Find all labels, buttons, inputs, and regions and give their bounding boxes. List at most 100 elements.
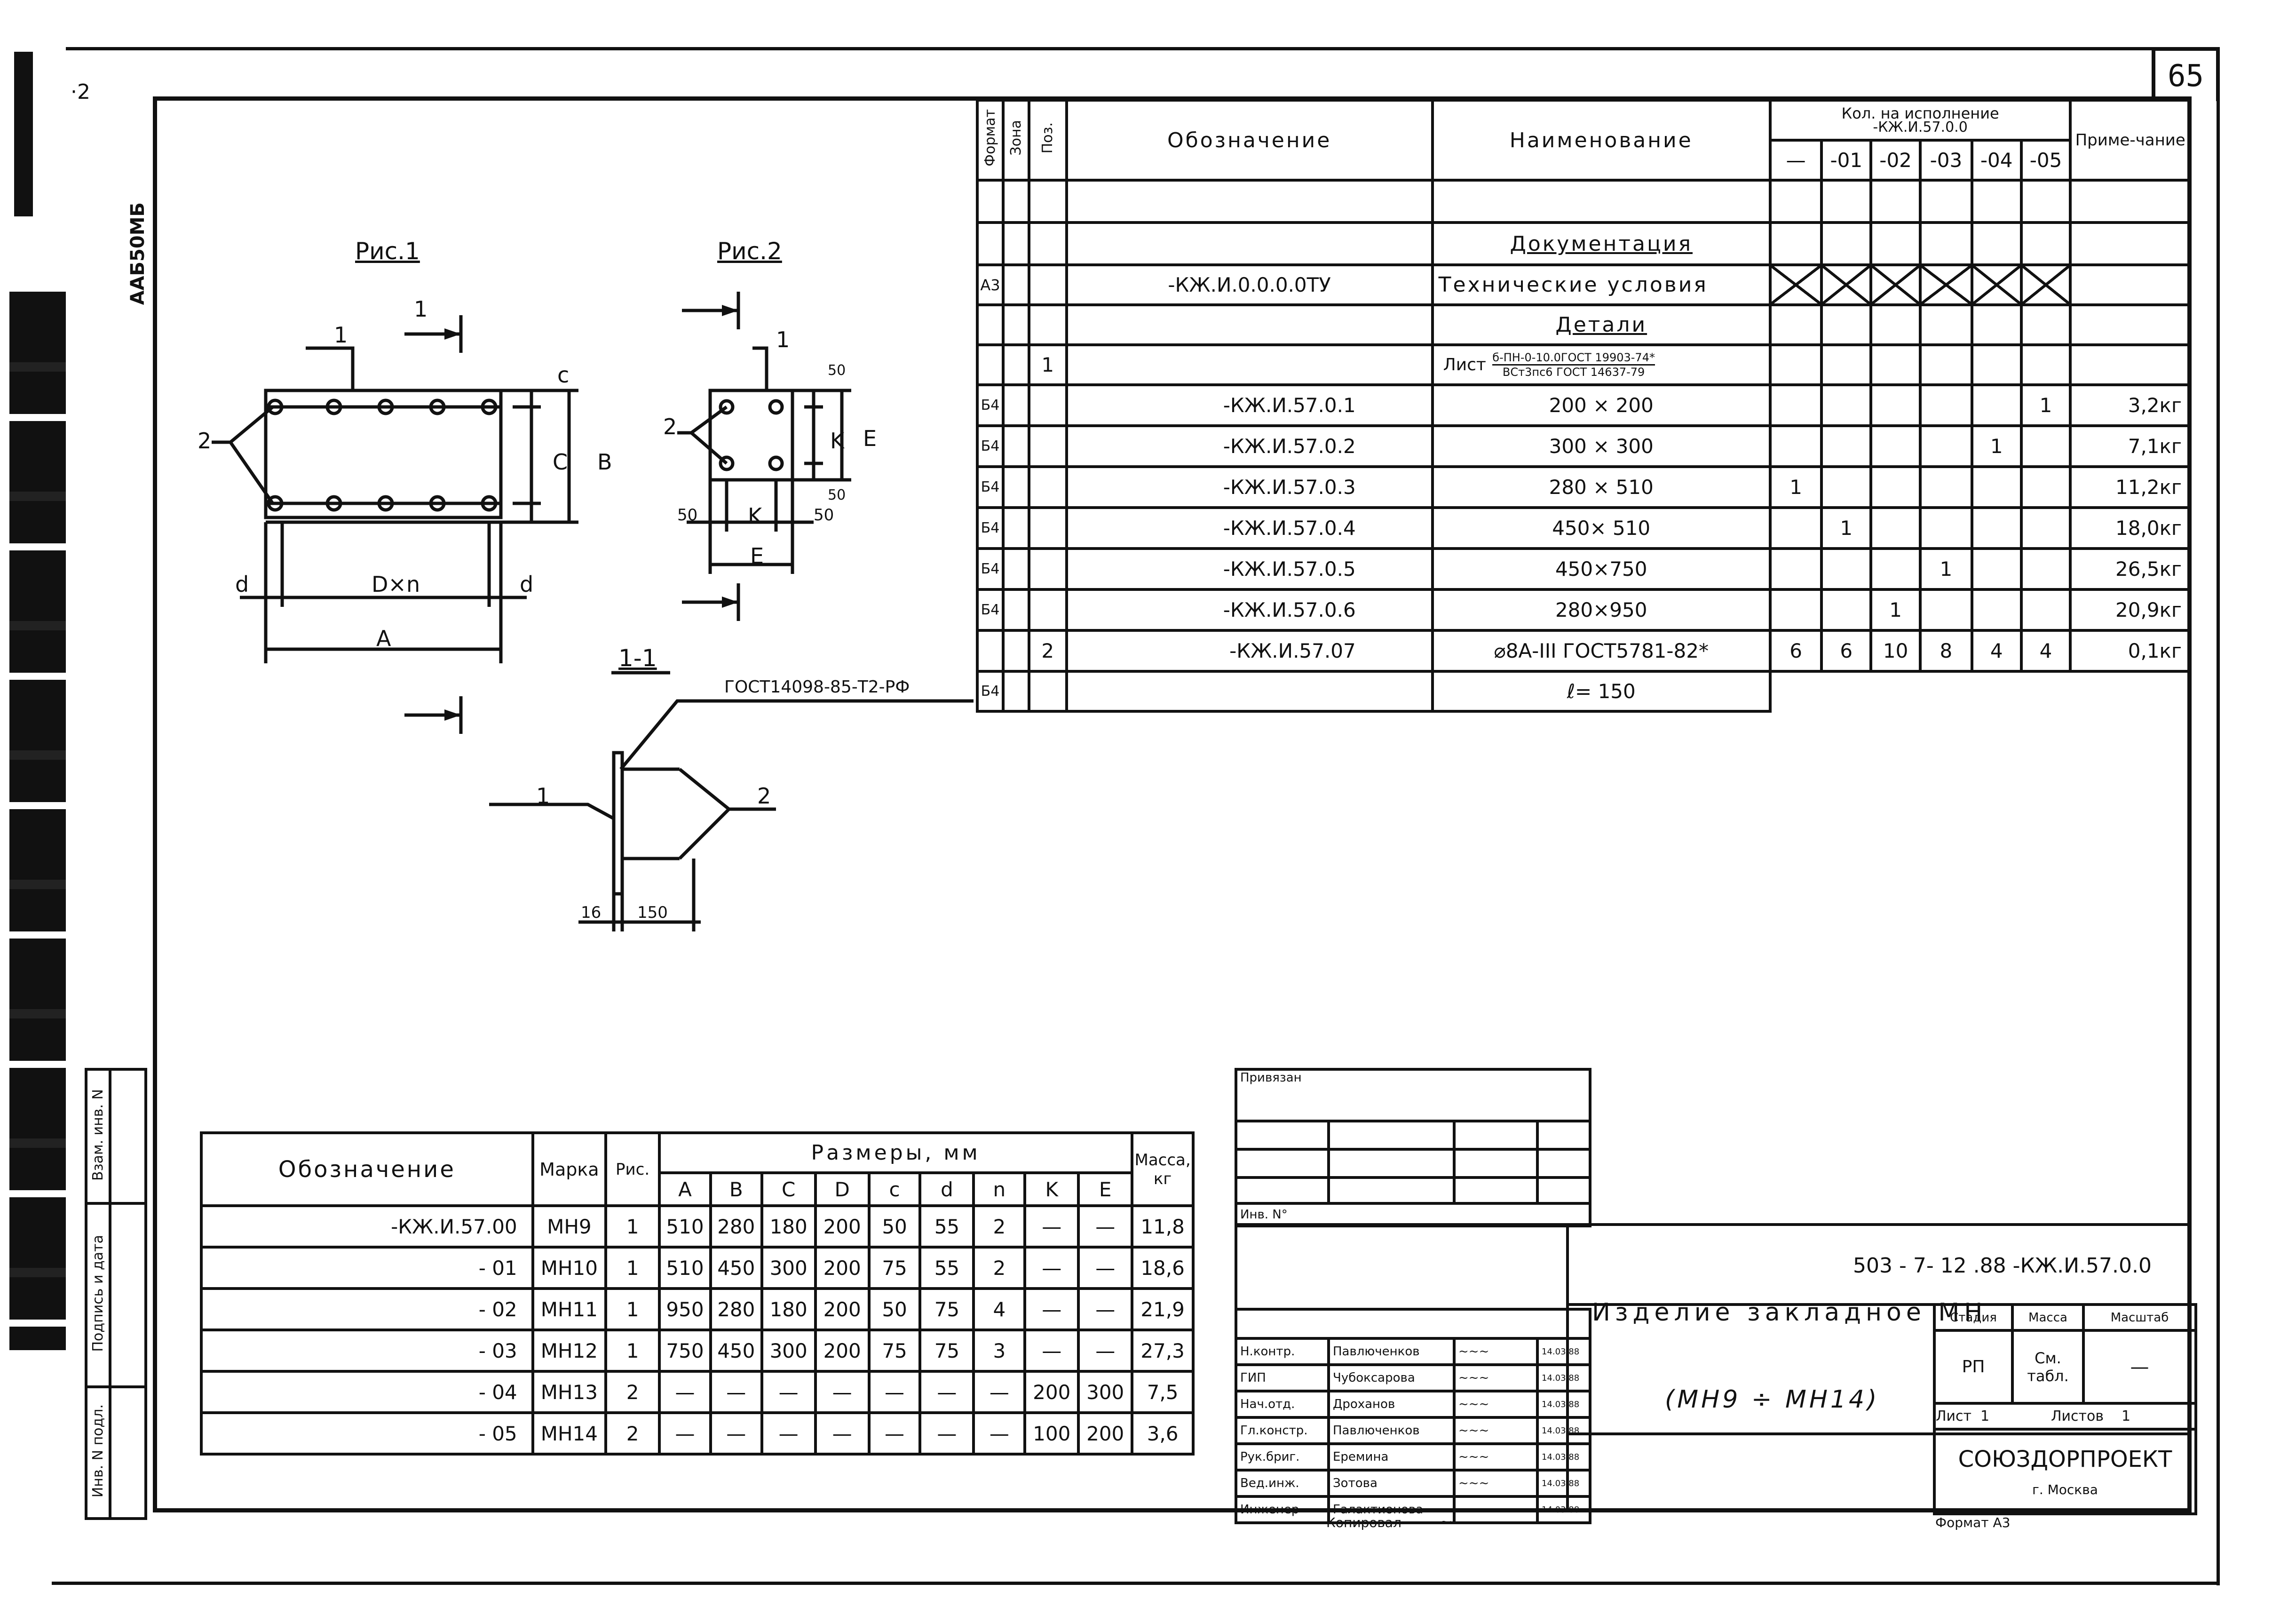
attachment-block: Привязан Инв. N° <box>1235 1068 1591 1227</box>
fig1-dim-B: B <box>597 449 612 475</box>
section-pos1: 1 <box>536 783 550 809</box>
spec-col-designation: Обозначение <box>1065 99 1434 182</box>
side-inv-original: Инв. N подл. <box>90 1404 106 1498</box>
stamp-stage-block: Стадия Масса Масштаб РП См. табл. — Лист… <box>1933 1303 2197 1515</box>
fig2-pos1: 1 <box>776 327 790 352</box>
fig2-dim-K-h: K <box>748 503 762 529</box>
fig2-dim-K-v: K <box>830 428 845 453</box>
spec-col-note: Приме-чание <box>2069 99 2192 182</box>
section-title: 1-1 <box>618 644 657 672</box>
side-signature-date: Подпись и дата <box>90 1235 106 1352</box>
dims-col-designation: Обозначение <box>200 1131 534 1207</box>
org-city: г. Москва <box>2032 1481 2098 1497</box>
stamp-vline <box>1566 1223 1569 1512</box>
spec-qty-col: — <box>1768 139 1823 182</box>
fig1-dim-d-left: d <box>235 572 249 597</box>
spec-doc-row: А3 -КЖ.И.0.0.0.0ТУ Технические условия <box>976 263 2192 306</box>
dims-size-col: c <box>867 1171 922 1207</box>
dims-size-col: D <box>814 1171 871 1207</box>
fig1-title: Рис.1 <box>355 238 420 265</box>
section-dim-t: 16 <box>581 903 602 922</box>
stamp-role-row: Вед.инж.Зотова~~~14.03.88 <box>1235 1469 1591 1498</box>
fig2-title: Рис.2 <box>717 238 782 265</box>
fig2-dim-50-bot: 50 <box>828 487 846 503</box>
fig1-dim-A: A <box>376 626 391 651</box>
stray-mark: ·2 <box>71 80 90 104</box>
section-dim-len: 150 <box>637 903 668 922</box>
sheet-number: 65 <box>2152 47 2220 101</box>
sheets-value: 1 <box>2122 1408 2131 1424</box>
frame-top-line <box>66 47 2154 50</box>
scan-edge <box>9 292 66 1350</box>
fig1-studs <box>266 398 501 512</box>
drawing-figures <box>212 292 974 931</box>
fig1-pos2: 2 <box>198 428 212 453</box>
spec-sheet-row: 1 Лист б-ПН-0-10.0ГОСТ 19903-74* ВСт3пс6… <box>976 343 2192 386</box>
spec-qty-col: -04 <box>1970 139 2023 182</box>
spec-qty-col: -03 <box>1919 139 1973 182</box>
margin-code: ААБ50МБ <box>127 202 149 305</box>
dims-size-col: B <box>709 1171 763 1207</box>
copied-signature: ~ <box>1439 1512 1453 1531</box>
dims-size-col: K <box>1023 1171 1080 1207</box>
dims-col-fig: Рис. <box>604 1131 661 1207</box>
spec-section-parts: Детали <box>1431 303 1772 346</box>
sheet-label: Лист <box>1936 1408 1972 1424</box>
fig1-dim-C: C <box>553 449 568 475</box>
section-plate <box>612 751 624 896</box>
dims-size-col: n <box>972 1171 1027 1207</box>
spec-part-row: Б4 -КЖ.И.57.0.4 450× 510 1 18,0кг <box>976 506 2192 550</box>
frame-bottom-line <box>52 1582 2220 1585</box>
spec-table: Формат Зона Поз. Обозначение Наименовани… <box>976 99 2192 713</box>
dimensions-table: Обозначение Марка Рис. Размеры, мм Масса… <box>200 1131 1195 1456</box>
fig2-dim-50-right: 50 <box>814 506 834 525</box>
spec-col-name: Наименование <box>1431 99 1772 182</box>
dims-col-mark: Марка <box>531 1131 608 1207</box>
fig2-pos2: 2 <box>663 414 677 439</box>
inv-no-label: Инв. N° <box>1235 1202 1591 1227</box>
section-mark-label: 1 <box>414 296 428 322</box>
scan-edge <box>14 52 33 216</box>
weld-note: ГОСТ14098-85-Т2-РФ <box>724 677 910 697</box>
dims-col-mass: Масса, кг <box>1131 1131 1195 1207</box>
spec-qty-col: -01 <box>1820 139 1873 182</box>
stamp-role-row: Нач.отд.Дроханов~~~14.03.88 <box>1235 1390 1591 1419</box>
spec-bar-row-length: Б4 ℓ= 150 <box>976 670 2190 713</box>
spec-part-row: Б4 -КЖ.И.57.0.5 450×750 1 26,5кг <box>976 547 2192 591</box>
spec-part-row: Б4 -КЖ.И.57.0.1 200 × 200 1 3,2кг <box>976 383 2192 427</box>
spec-part-row: Б4 -КЖ.И.57.0.6 280×950 1 20,9кг <box>976 588 2192 632</box>
side-replace-inv: Взам. инв. N <box>90 1089 106 1181</box>
fig1-pos1: 1 <box>334 322 348 348</box>
spec-qty-col: -05 <box>2019 139 2072 182</box>
format-label: Формат А3 <box>1935 1515 2011 1530</box>
spec-col-format: Формат <box>976 99 1005 182</box>
section-pos2: 2 <box>757 783 771 809</box>
frame-right-line <box>2217 47 2220 1585</box>
dims-size-col: A <box>658 1171 712 1207</box>
sheets-label: Листов <box>2051 1408 2104 1424</box>
fig2-dim-E-h: E <box>750 543 764 569</box>
spec-part-row: Б4 -КЖ.И.57.0.2 300 × 300 1 7,1кг <box>976 424 2192 468</box>
dims-size-col: C <box>760 1171 817 1207</box>
fig2-dim-50-top: 50 <box>828 362 846 379</box>
stamp-title-2: (МН9 ÷ МН14) <box>1665 1385 1880 1414</box>
stamp-line <box>1566 1303 2192 1306</box>
spec-empty-row <box>976 179 2192 224</box>
org-name: СОЮЗДОРПРОЕКТ <box>1958 1446 2172 1472</box>
fig2-plate <box>708 389 794 482</box>
stamp-line <box>1566 1432 2192 1435</box>
sheet-value: 1 <box>1980 1408 1990 1424</box>
fig1-dim-c: c <box>557 362 570 388</box>
dims-size-col: E <box>1077 1171 1134 1207</box>
stamp-role-row: Н.контр.Павлюченков~~~14.03.88 <box>1235 1337 1591 1366</box>
drawing-frame <box>153 96 2192 1512</box>
spec-qty-col: -02 <box>1869 139 1922 182</box>
spec-col-qty: Кол. на исполнение-КЖ.И.57.0.0 <box>1768 99 2072 142</box>
